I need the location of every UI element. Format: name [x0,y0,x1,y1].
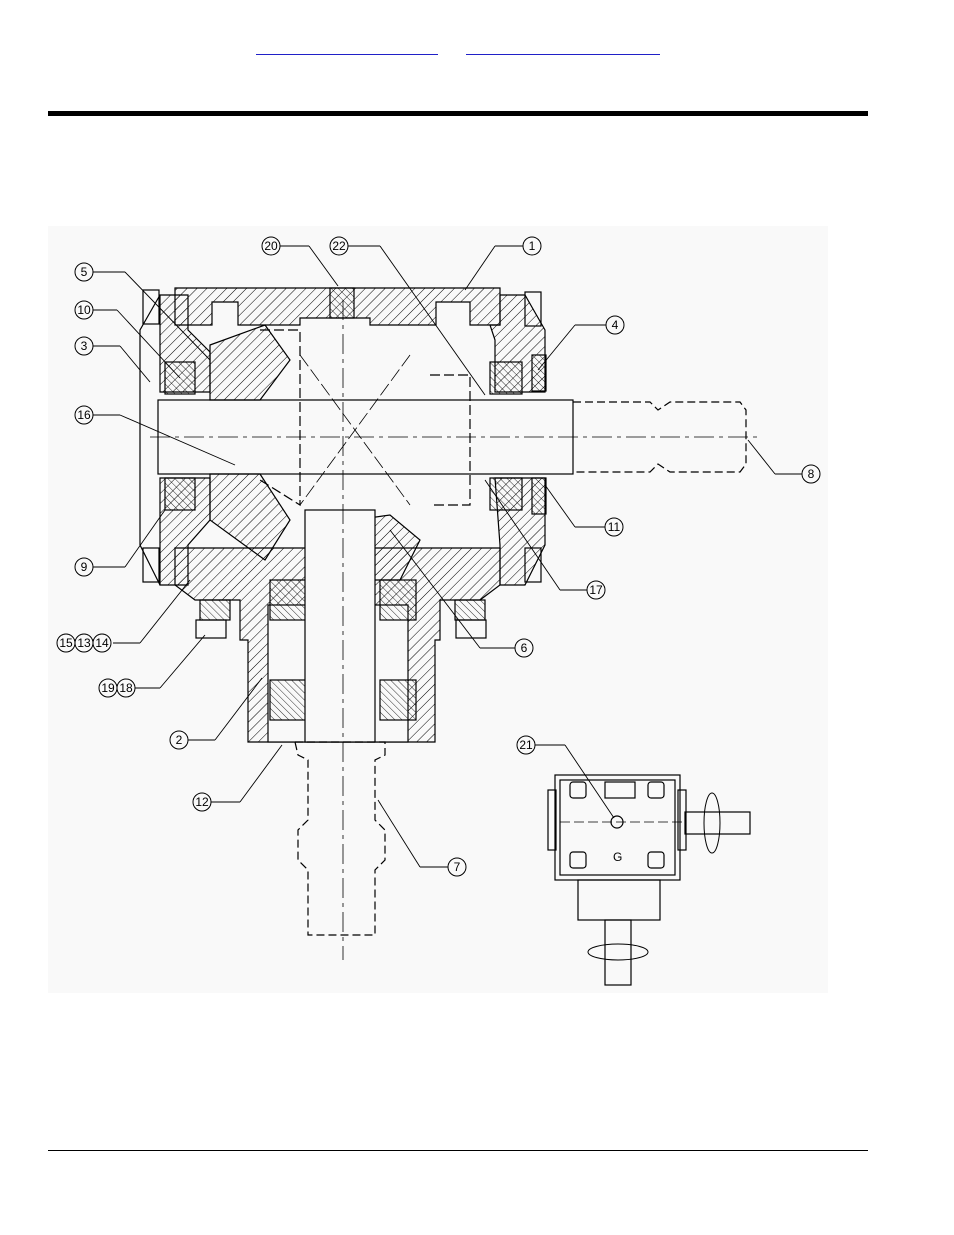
callout-8: 8 [808,467,815,481]
callout-10: 10 [77,303,91,317]
callout-17: 17 [589,583,603,597]
callout-16: 16 [77,408,91,422]
bearing-vertical-upper-right [380,580,416,620]
bolt-upper-left [143,290,159,324]
vent-plug [330,288,354,318]
callout-15: 15 [59,636,73,650]
output-shaft-end [295,742,385,935]
callout-12: 12 [195,795,209,809]
right-seal-lower [532,478,546,514]
callout-2: 2 [176,733,183,747]
callout-18: 18 [119,681,133,695]
bearing-vertical-lower-left [270,680,306,720]
callout-11: 11 [608,520,621,534]
callout-22: 22 [332,239,346,253]
bearing-left-lower [165,478,195,510]
callout-6: 6 [521,641,528,655]
callout-21: 21 [519,738,533,752]
gearbox-exterior-view [548,775,750,985]
callout-5: 5 [81,265,88,279]
spacer-left [200,600,230,620]
gearbox-exploded-diagram: G [48,226,828,993]
next-page-link[interactable] [466,40,660,55]
callout-19: 19 [101,681,115,695]
bearing-vertical-upper-left [270,580,306,620]
header-rule [48,111,868,116]
callout-4: 4 [612,318,619,332]
callout-1: 1 [529,239,536,253]
callout-14: 14 [95,636,109,650]
footer-rule [48,1150,868,1151]
flange-bolt-left [196,620,226,638]
bevel-gear-horizontal-upper [210,325,290,400]
callout-20: 20 [264,239,278,253]
callout-7: 7 [454,860,461,874]
bearing-right-upper [490,362,522,394]
callout-3: 3 [81,339,88,353]
callout-9: 9 [81,560,88,574]
vertical-shaft [305,510,375,742]
right-seal-upper [532,355,546,391]
plug-letter: G [613,850,622,864]
bearing-vertical-lower-right [380,680,416,720]
spacer-right [455,600,485,620]
gearbox-diagram-panel: G [48,226,828,993]
bevel-gear-horizontal-lower [210,474,290,560]
callout-13: 13 [77,636,91,650]
previous-page-link[interactable] [256,40,438,55]
